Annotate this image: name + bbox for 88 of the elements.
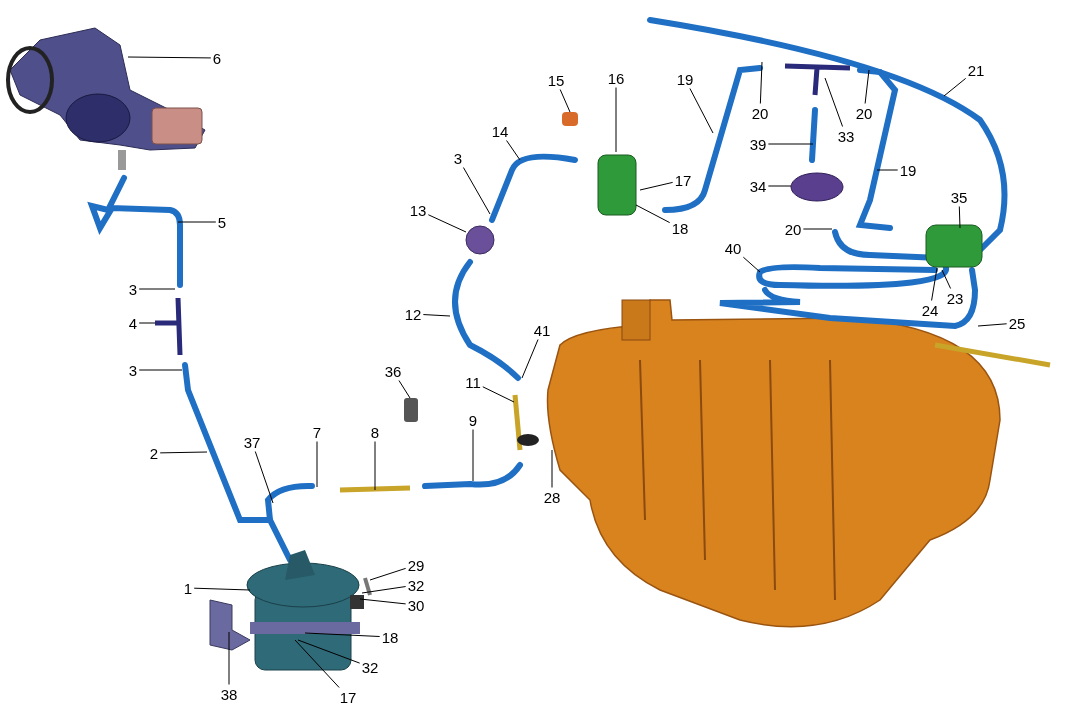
leader-line: [427, 214, 467, 233]
callout-number: 36: [384, 362, 402, 380]
leader-line: [958, 206, 961, 229]
leader-line: [506, 140, 521, 161]
leader-line: [943, 77, 967, 97]
leader-line: [138, 288, 176, 290]
callout-number: 7: [312, 423, 322, 441]
leader-line: [551, 449, 553, 488]
callout-number: 32: [361, 658, 379, 676]
callout-number: 2: [149, 444, 159, 462]
leader-line: [462, 167, 491, 215]
callout-number: 41: [533, 321, 551, 339]
leader-line: [941, 269, 952, 289]
leader-line: [361, 586, 407, 594]
callout-number: 15: [547, 71, 565, 89]
callout-number: 19: [899, 161, 917, 179]
leader-line: [193, 587, 251, 591]
leader-line: [802, 228, 833, 230]
callout-number: 30: [407, 596, 425, 614]
leader-line: [742, 256, 761, 273]
callout-number: 5: [217, 213, 227, 231]
callout-number: 3: [128, 361, 138, 379]
callout-number: 33: [837, 127, 855, 145]
leader-line: [228, 631, 230, 685]
callout-number: 18: [381, 628, 399, 646]
callout-number: 37: [243, 433, 261, 451]
fuel-system-drawing: [6, 17, 1051, 671]
callout-number: 3: [453, 149, 463, 167]
leader-line: [138, 322, 156, 324]
callout-number: 21: [967, 61, 985, 79]
callout-number: 20: [784, 220, 802, 238]
callout-number: 20: [751, 104, 769, 122]
callout-number: 14: [491, 122, 509, 140]
leader-line: [559, 89, 571, 113]
callout-number: 19: [676, 70, 694, 88]
callout-number: 1: [183, 579, 193, 597]
callout-number: 8: [370, 423, 380, 441]
leader-line: [521, 339, 539, 379]
leader-line: [977, 323, 1008, 327]
leader-line: [369, 567, 407, 581]
callout-number: 9: [468, 411, 478, 429]
leader-line: [635, 204, 671, 224]
callout-number: 13: [409, 201, 427, 219]
leader-line: [254, 451, 274, 504]
leader-line: [127, 56, 212, 59]
callout-number: 23: [946, 289, 964, 307]
leader-line: [374, 441, 376, 491]
leader-line: [398, 380, 411, 399]
callout-number: 39: [749, 135, 767, 153]
leader-line: [767, 143, 814, 145]
leader-line: [316, 441, 318, 488]
leader-line: [482, 386, 515, 403]
callout-number: 24: [921, 301, 939, 319]
callout-number: 11: [465, 373, 481, 391]
leader-line: [689, 88, 714, 134]
callout-number: 6: [212, 49, 222, 67]
leader-line: [615, 87, 617, 153]
leader-line: [639, 181, 674, 191]
callout-number: 17: [674, 171, 692, 189]
leader-line: [472, 429, 474, 482]
leader-line: [138, 369, 183, 371]
callout-number: 12: [404, 305, 422, 323]
callout-number: 4: [128, 314, 138, 332]
leader-line: [824, 77, 844, 127]
leader-line: [159, 451, 208, 454]
leader-line: [294, 639, 340, 688]
callout-number: 40: [724, 239, 742, 257]
callout-number: 25: [1008, 314, 1026, 332]
callout-number: 28: [543, 488, 561, 506]
callout-number: 18: [671, 219, 689, 237]
callout-number: 29: [407, 556, 425, 574]
callout-number: 38: [220, 685, 238, 703]
leader-line: [767, 185, 792, 187]
callout-number: 32: [407, 576, 425, 594]
leader-line: [177, 221, 217, 223]
leader-line: [759, 61, 763, 104]
callout-number: 20: [855, 104, 873, 122]
callout-number: 34: [749, 177, 767, 195]
leader-line: [876, 169, 899, 171]
leader-line: [359, 598, 407, 605]
callout-number: 3: [128, 280, 138, 298]
leader-line: [864, 69, 870, 104]
callout-number: 17: [339, 688, 357, 706]
leader-line: [304, 632, 381, 637]
leader-line: [931, 267, 938, 301]
callout-number: 35: [950, 188, 968, 206]
leader-line: [422, 314, 451, 317]
callout-number: 16: [607, 69, 625, 87]
